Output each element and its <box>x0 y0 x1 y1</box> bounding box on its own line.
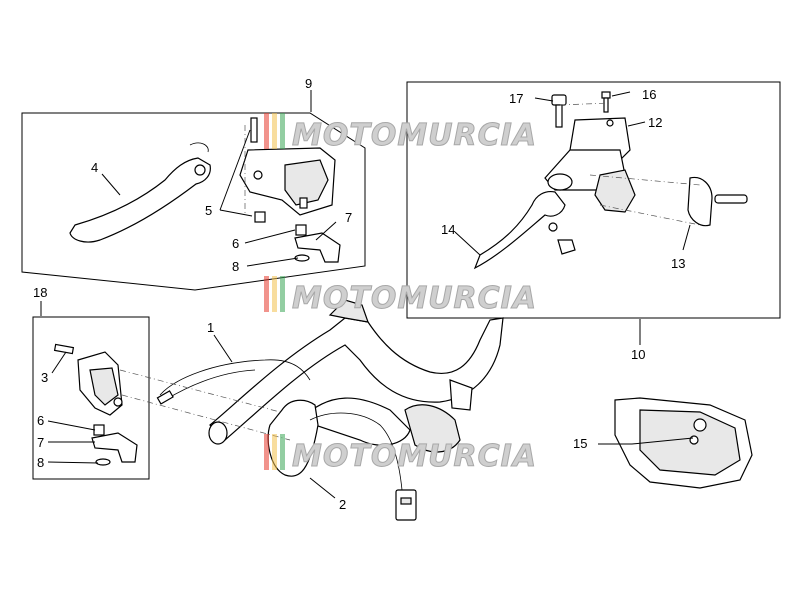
part-1-cable <box>156 359 311 405</box>
label-13: 13 <box>671 256 685 271</box>
label-10: 10 <box>631 347 645 362</box>
group-box-10 <box>406 81 781 319</box>
label-9: 9 <box>305 76 312 91</box>
watermark-text: MOTOMURCIA <box>292 281 537 316</box>
label-8: 8 <box>232 259 239 274</box>
part-9-housing <box>239 117 336 216</box>
part-18-housing <box>53 343 138 466</box>
watermark-stripe-yellow <box>272 434 277 470</box>
label-17: 17 <box>509 91 523 106</box>
watermark-stripe-red <box>264 276 269 312</box>
label-6: 6 <box>232 236 239 251</box>
watermark-stripe-green <box>280 434 285 470</box>
label-6: 6 <box>37 413 44 428</box>
watermark-stripe-red <box>264 113 269 149</box>
handlebar <box>208 299 504 453</box>
watermark-top: MOTOMURCIA <box>264 113 537 154</box>
watermark-bottom: MOTOMURCIA <box>264 434 537 475</box>
alignment-lines <box>119 102 701 441</box>
label-3: 3 <box>41 370 48 385</box>
label-4: 4 <box>91 160 98 175</box>
watermark-stripe-yellow <box>272 276 277 312</box>
part-4-lever <box>69 142 211 243</box>
label-14: 14 <box>441 222 455 237</box>
leader-lines <box>40 90 694 499</box>
label-7: 7 <box>37 435 44 450</box>
label-8: 8 <box>37 455 44 470</box>
watermark-text: MOTOMURCIA <box>292 118 537 153</box>
group-box-9 <box>21 112 366 291</box>
label-16: 16 <box>642 87 656 102</box>
label-15: 15 <box>573 436 587 451</box>
part-10-master-cylinder <box>473 91 748 270</box>
part-15-cover <box>614 397 753 489</box>
watermark-text: MOTOMURCIA <box>292 439 537 474</box>
label-2: 2 <box>339 497 346 512</box>
group-box-18 <box>32 316 150 480</box>
watermark-stripe-yellow <box>272 113 277 149</box>
label-7: 7 <box>345 210 352 225</box>
label-5: 5 <box>205 203 212 218</box>
label-12: 12 <box>648 115 662 130</box>
watermark-stripe-red <box>264 434 269 470</box>
label-18: 18 <box>33 285 47 300</box>
part-labels: 9 4 5 6 7 8 18 3 6 7 8 1 2 10 17 16 12 1… <box>33 76 685 512</box>
label-1: 1 <box>207 320 214 335</box>
watermark-middle: MOTOMURCIA <box>264 276 537 317</box>
watermark-stripe-green <box>280 276 285 312</box>
watermark-stripe-green <box>280 113 285 149</box>
parts-5-8-top <box>254 211 341 263</box>
